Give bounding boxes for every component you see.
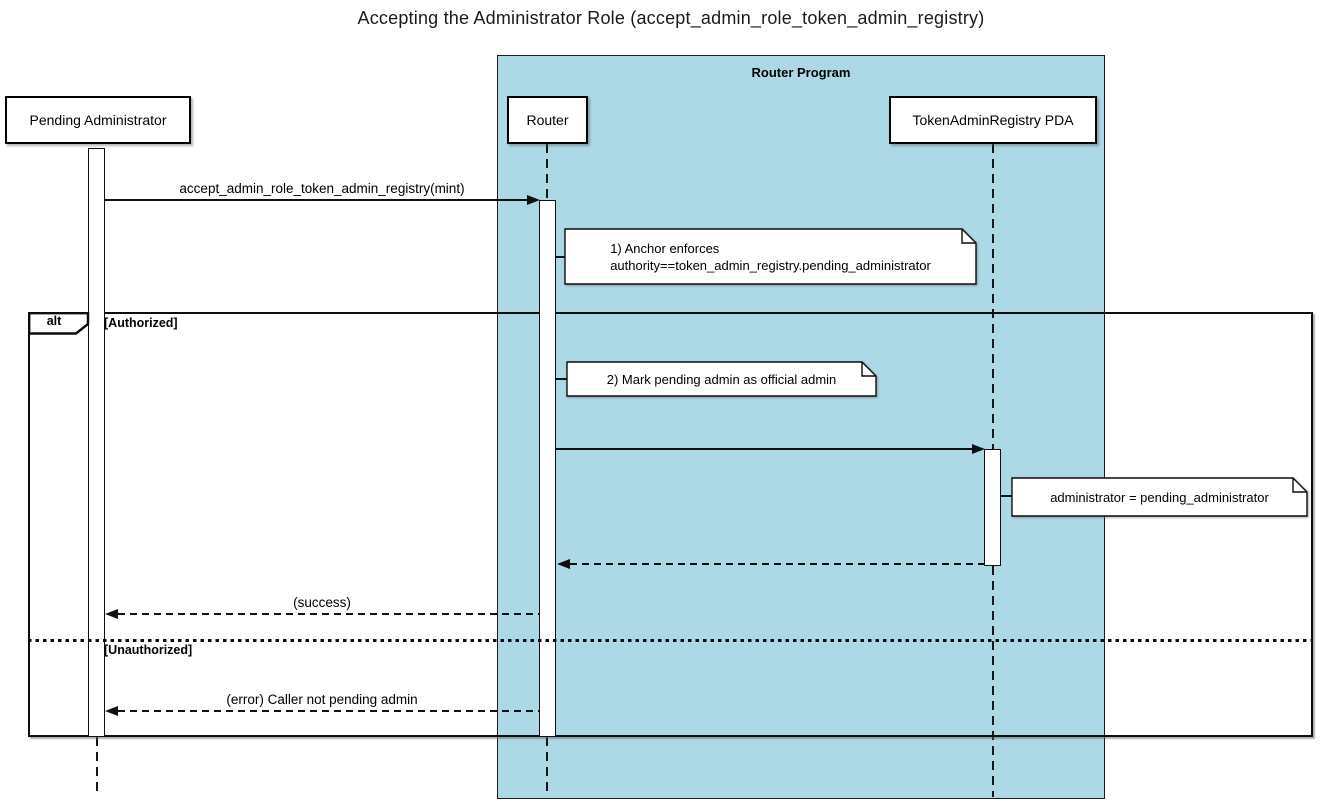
alt-operator-pentagon [28,312,90,335]
participant-token-admin-registry-pda: TokenAdminRegistry PDA [889,96,1097,144]
lifeline-pda-lower [992,566,994,797]
guard-authorized-label: [Authorized] [104,316,178,330]
activation-bar-router [539,200,556,737]
note2-connector [556,378,567,380]
message-error-line [118,710,539,712]
participant-pending-administrator: Pending Administrator [5,96,191,144]
participant-token-admin-registry-pda-label: TokenAdminRegistry PDA [912,112,1074,128]
note-mark-pending-admin: 2) Mark pending admin as official admin [566,361,877,397]
message-success-label: (success) [293,595,351,610]
alt-divider [28,639,1313,642]
note-administrator-assignment: administrator = pending_administrator [1011,477,1308,517]
diagram-title: Accepting the Administrator Role (accept… [357,8,985,28]
note3-line1: administrator = pending_administrator [1050,489,1269,505]
guard-unauthorized-label: [Unauthorized] [104,643,193,657]
router-program-container [497,55,1105,799]
lifeline-pda-upper [992,144,994,449]
lifeline-router-upper [546,144,548,200]
lifeline-router-lower [546,737,548,797]
return-pda-arrowhead-icon [557,558,570,569]
participant-router-label: Router [526,112,569,128]
note1-connector [556,256,565,258]
activation-bar-pending-administrator [88,148,105,737]
message-error-arrowhead-icon [105,705,118,716]
note2-line1: 2) Mark pending admin as official admin [606,371,837,387]
message-error-label: (error) Caller not pending admin [226,692,418,707]
message-call-label: accept_admin_role_token_admin_registry(m… [179,181,465,196]
message-success-line [118,613,539,615]
return-pda-line [570,563,984,565]
lifeline-pending-lower [96,737,98,794]
note1-line2: authority==token_admin_registry.pending_… [610,257,931,273]
alt-frame [28,312,1313,737]
activation-bar-pda [984,449,1001,566]
message-call-line [105,199,528,201]
note3-connector [1001,495,1012,497]
alt-operator-label: alt [46,314,62,328]
participant-pending-administrator-label: Pending Administrator [29,112,167,128]
router-program-label: Router Program [751,65,851,80]
message-success-arrowhead-icon [105,608,118,619]
participant-router: Router [507,96,588,144]
message-update-arrowhead-icon [972,443,985,454]
note1-line1: 1) Anchor enforces [610,240,720,256]
message-call-arrowhead-icon [527,194,540,205]
message-update-line [556,448,973,450]
note-anchor-enforces: 1) Anchor enforces authority==token_admi… [564,228,977,285]
